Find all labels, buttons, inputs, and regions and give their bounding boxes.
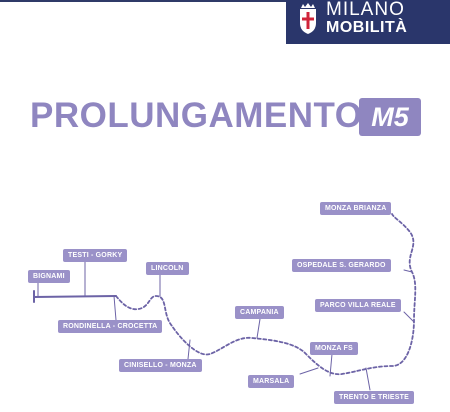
station-campania[interactable]: CAMPANIA <box>235 306 284 319</box>
station-cinisello-monza[interactable]: CINISELLO - MONZA <box>119 359 202 372</box>
station-trento-e-trieste[interactable]: TRENTO E TRIESTE <box>334 391 414 404</box>
extension-track <box>115 213 417 376</box>
station-monza-fs[interactable]: MONZA FS <box>310 342 358 355</box>
station-testi-gorky[interactable]: TESTI - GORKY <box>63 249 128 262</box>
station-ospedale-s-gerardo[interactable]: OSPEDALE S. GERARDO <box>292 259 391 272</box>
connector-trento <box>365 367 371 391</box>
connector-marsala <box>299 367 319 375</box>
station-rondinella-crocetta[interactable]: RONDINELLA - CROCETTA <box>58 320 163 333</box>
connector-rondinella <box>113 295 117 321</box>
top-border <box>0 0 450 2</box>
existing-line-track <box>33 295 117 298</box>
page-title: PROLUNGAMENTO <box>30 96 363 135</box>
connector-monza-fs <box>329 353 333 377</box>
connector-ospedale <box>403 269 413 273</box>
brand-subtitle: MOBILITÀ <box>326 19 408 36</box>
station-parco-villa-reale[interactable]: PARCO VILLA REALE <box>315 299 401 312</box>
connector-cinisello <box>187 339 191 360</box>
connector-campania <box>256 318 261 339</box>
connector-parco <box>403 311 415 323</box>
milano-crest-icon <box>300 3 316 34</box>
station-marsala[interactable]: MARSALA <box>248 375 295 388</box>
station-lincoln[interactable]: LINCOLN <box>146 262 189 275</box>
station-monza-brianza[interactable]: MONZA BRIANZA <box>320 202 392 215</box>
brand-header[interactable]: MILANO MOBILITÀ <box>286 0 450 44</box>
station-bignami[interactable]: BIGNAMI <box>28 270 70 283</box>
line-badge: M5 <box>359 98 421 136</box>
brand-name: MILANO <box>326 0 405 20</box>
